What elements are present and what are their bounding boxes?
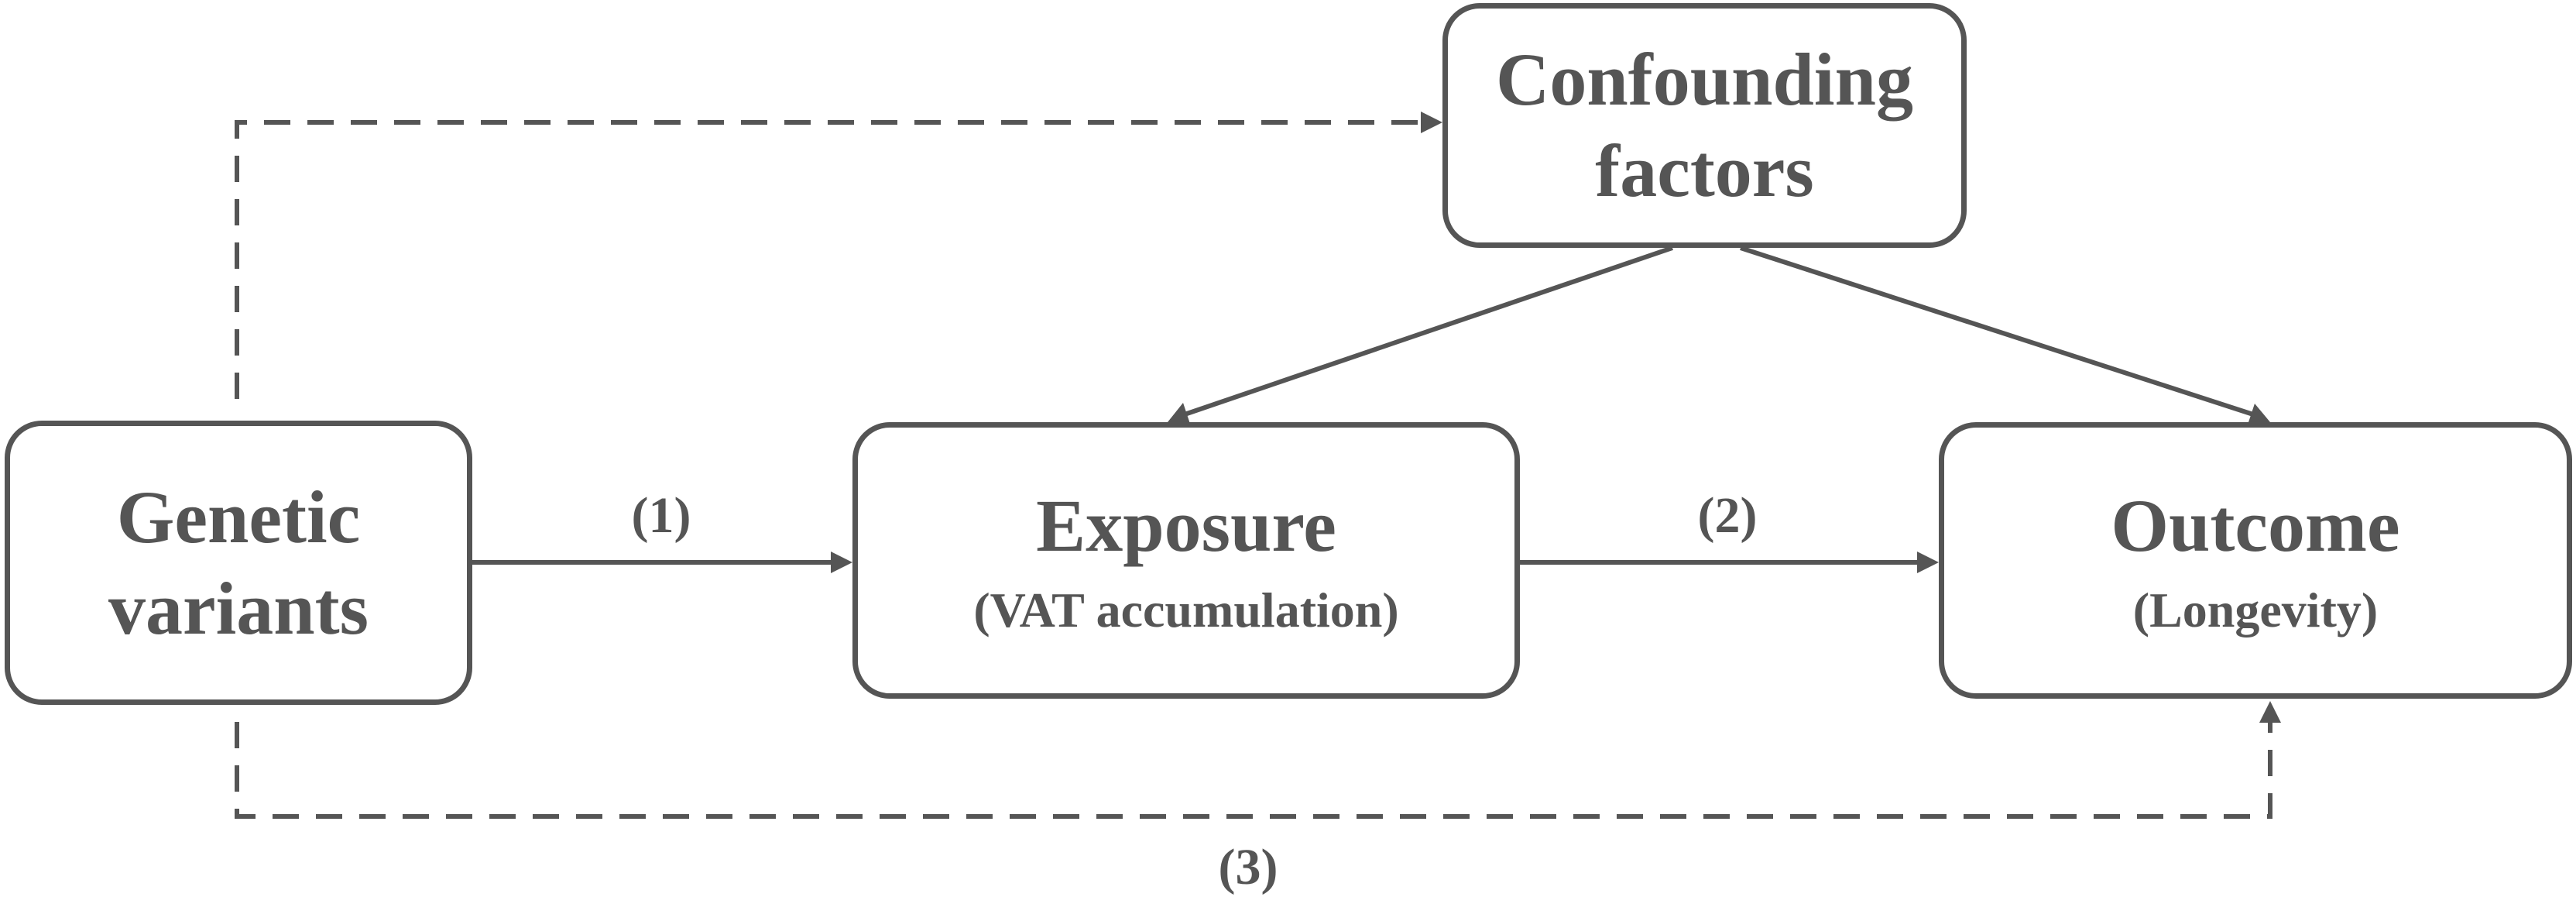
dashed-arrow-genetic-to-confounding <box>235 112 1442 399</box>
exposure-subtitle: (VAT accumulation) <box>973 582 1399 638</box>
dashed-arrow-genetic-to-outcome <box>235 701 2281 819</box>
arrow-confounding-to-outcome <box>1740 246 2270 424</box>
outcome-box: Outcome (Longevity) <box>1939 422 2572 699</box>
path-3-label: (3) <box>1218 839 1278 895</box>
path-2-label: (2) <box>1697 487 1758 544</box>
outcome-subtitle: (Longevity) <box>2132 582 2379 638</box>
arrow-exposure-to-outcome <box>1520 552 1939 573</box>
outcome-label: Outcome <box>2111 483 2400 567</box>
exposure-label: Exposure <box>1036 483 1336 567</box>
exposure-box: Exposure (VAT accumulation) <box>852 422 1520 699</box>
path-1-label: (1) <box>631 487 691 544</box>
confounding-factors-box: Confounding factors <box>1442 3 1967 248</box>
genetic-variants-label: Genetic variants <box>108 475 369 650</box>
genetic-variants-box: Genetic variants <box>5 421 472 705</box>
confounding-factors-label: Confounding factors <box>1496 38 1913 212</box>
arrow-confounding-to-exposure <box>1168 246 1673 424</box>
arrow-genetic-to-exposure <box>472 552 852 573</box>
